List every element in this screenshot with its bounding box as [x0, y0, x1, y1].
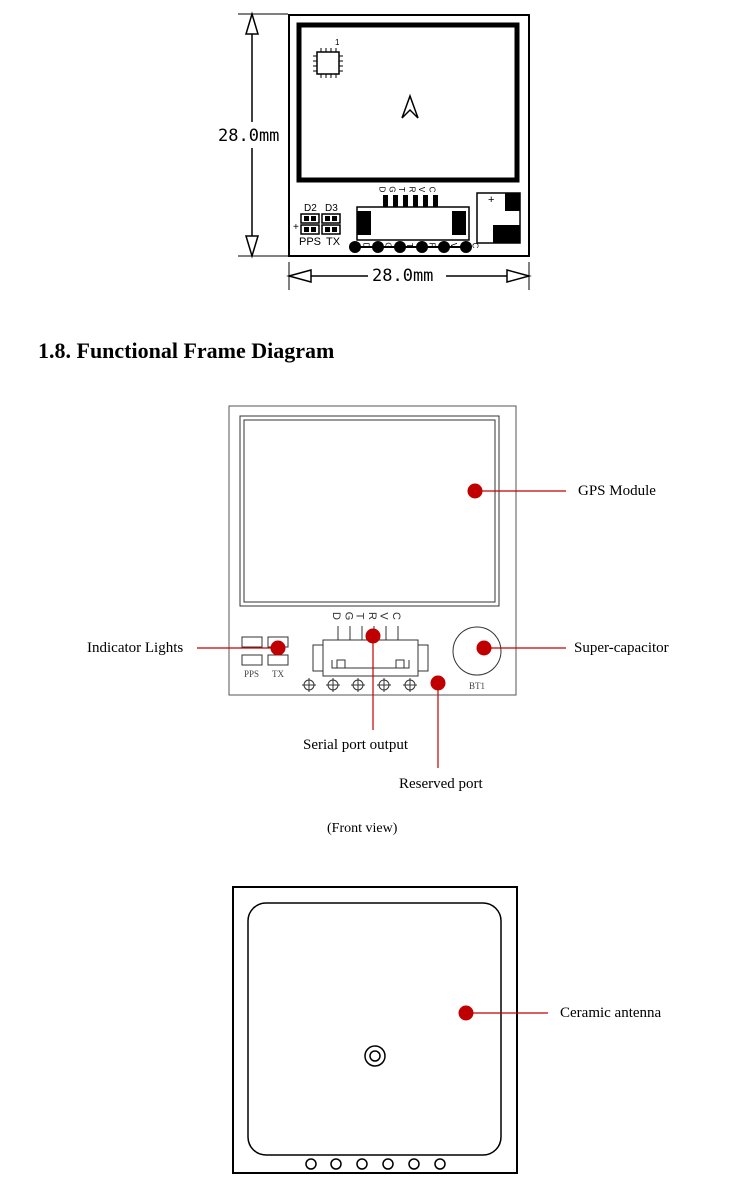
capacitor-mark-bottom [493, 225, 520, 243]
led-d2-label: D2 [304, 203, 317, 214]
callout-gps-module: GPS Module [578, 483, 656, 499]
chip-pin1-label: 1 [335, 38, 340, 47]
section-title: 1.8. Functional Frame Diagram [38, 338, 335, 363]
marker-ceramic-antenna [458, 1005, 474, 1021]
callout-ceramic-antenna: Ceramic antenna [560, 1005, 662, 1021]
front-super-capacitor [452, 626, 502, 676]
frame-dot-top [405, 22, 411, 28]
callout-super-capacitor: Super-capacitor [574, 640, 669, 656]
ceramic-antenna-outline [247, 902, 502, 1156]
marker-indicator-lights [270, 640, 286, 656]
capacitor-plus-label: + [488, 194, 495, 206]
pps-label-top: PPS [299, 236, 322, 248]
marker-reserved-port [430, 675, 446, 691]
front-bt1-label: BT1 [469, 681, 486, 691]
front-tx-label: TX [272, 669, 284, 679]
connector-pins [383, 195, 438, 207]
width-arrow-right [506, 269, 532, 283]
tx-label-top: TX [326, 236, 341, 248]
front-gps-frame-inner [243, 419, 496, 603]
front-view-svg [197, 405, 566, 768]
height-label: 28.0mm [218, 126, 280, 146]
back-board-outline [232, 886, 518, 1174]
antenna-feed-inner [369, 1050, 381, 1062]
height-arrow-bottom [244, 235, 260, 259]
height-arrow-top [244, 11, 260, 35]
height-label-bg [222, 122, 282, 148]
callout-reserved-port: Reserved port [399, 776, 483, 792]
top-indicator-leds [300, 213, 341, 235]
frame-dot-bottom [405, 177, 411, 183]
front-callout-markers [197, 483, 566, 768]
chip-pins [313, 48, 343, 78]
width-label: 28.0mm [372, 266, 434, 286]
capacitor-mark-top [505, 193, 520, 211]
marker-serial-port [365, 628, 381, 644]
top-pcb-svg [222, 11, 532, 290]
front-view-caption: (Front view) [327, 821, 398, 836]
back-pin-holes [305, 1158, 446, 1170]
led-plus-label: + [293, 222, 299, 233]
antenna-feed-outer [364, 1045, 386, 1067]
connector-right-tab [452, 211, 466, 235]
callout-serial-port-output: Serial port output [303, 737, 408, 753]
led-d3-label: D3 [325, 203, 338, 214]
orientation-arrow [401, 93, 419, 119]
width-arrow-left [286, 269, 312, 283]
front-pps-label: PPS [244, 669, 260, 679]
front-pads [302, 678, 417, 692]
marker-super-capacitor [476, 640, 492, 656]
width-label-bg [368, 264, 446, 288]
connector-left-tab [357, 211, 371, 235]
callout-indicator-lights: Indicator Lights [87, 640, 184, 656]
front-gps-frame-outer [239, 415, 500, 607]
marker-gps-module [467, 483, 483, 499]
chip-outline [316, 51, 340, 75]
